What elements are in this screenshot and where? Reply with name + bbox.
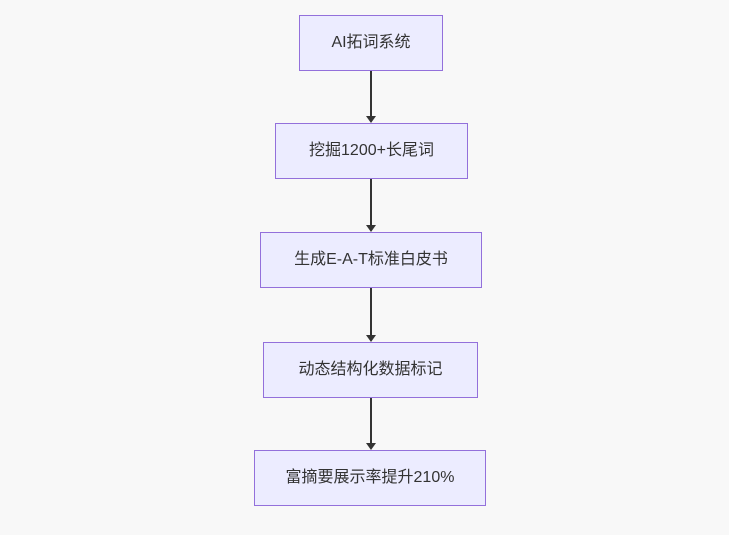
flowchart-node-eat-whitepaper: 生成E-A-T标准白皮书 [260,232,482,288]
edge-line [370,288,372,336]
node-label: AI拓词系统 [331,34,411,52]
node-label: 动态结构化数据标记 [298,361,443,379]
node-label: 生成E-A-T标准白皮书 [294,251,448,269]
flowchart-node-rich-snippet-result: 富摘要展示率提升210% [254,450,486,506]
arrow-down-icon [366,225,376,232]
arrow-down-icon [366,116,376,123]
node-label: 挖掘1200+长尾词 [309,142,434,160]
flowchart-node-structured-data-markup: 动态结构化数据标记 [263,342,478,398]
flowchart-node-longtail-mining: 挖掘1200+长尾词 [275,123,468,179]
flowchart-node-ai-keyword-system: AI拓词系统 [299,15,443,71]
edge-line [370,398,372,444]
edge-line [370,179,372,226]
arrow-down-icon [366,443,376,450]
arrow-down-icon [366,335,376,342]
node-label: 富摘要展示率提升210% [285,469,455,487]
edge-line [370,71,372,117]
